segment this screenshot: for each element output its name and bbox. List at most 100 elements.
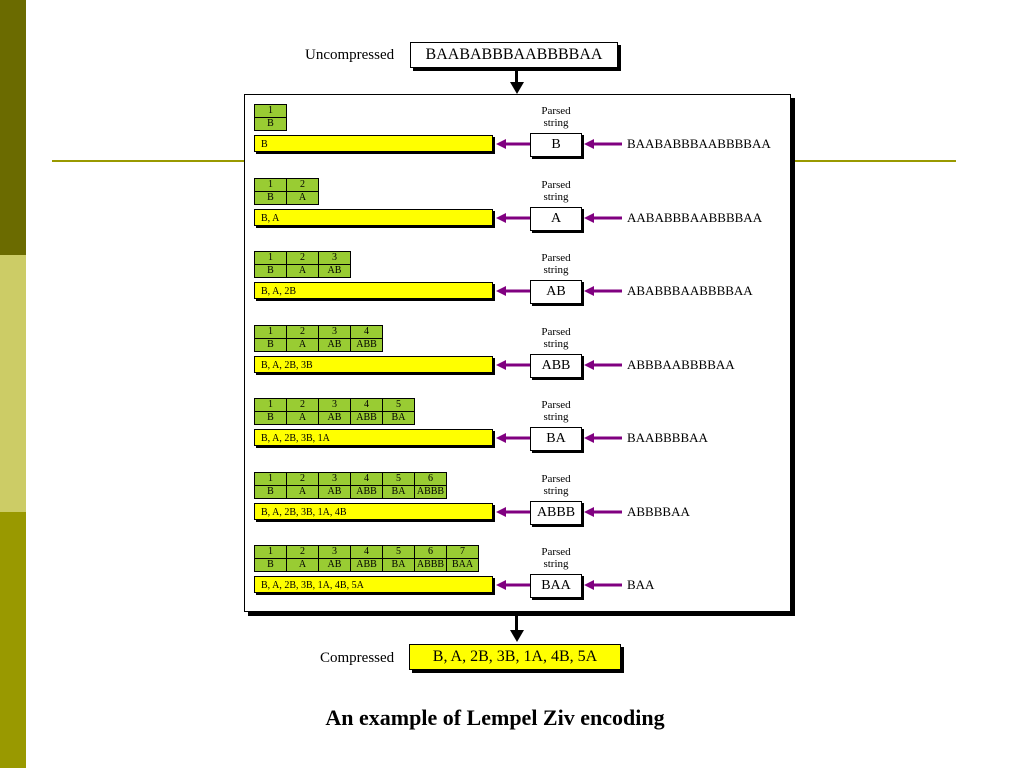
parsed-string-box: AB	[530, 280, 582, 304]
uncompressed-label: Uncompressed	[305, 47, 395, 63]
parsed-string-label: Parsed	[541, 252, 571, 264]
parsed-string-label: string	[543, 190, 569, 203]
arrow-to-output-icon	[496, 286, 530, 296]
side-band-bottom	[0, 512, 26, 768]
slide-caption: An example of Lempel Ziv encoding	[325, 705, 665, 730]
dictionary-index: 4	[350, 545, 383, 559]
dictionary-index: 3	[318, 398, 351, 412]
remaining-input: ABBBAABBBBAA	[627, 356, 735, 372]
dictionary-index: 1	[254, 251, 287, 265]
parsed-string-box: A	[530, 206, 582, 231]
down-arrow-shaft-bottom	[515, 614, 518, 630]
arrow-to-output-icon	[496, 139, 530, 149]
output-bar: B, A	[254, 208, 493, 226]
parsed-string-label: string	[543, 117, 569, 129]
arrow-to-parsed-icon	[584, 506, 622, 517]
dictionary-entry: BA	[382, 484, 415, 499]
parsed-string-label: string	[543, 558, 569, 570]
parsed-string-label: string	[543, 484, 569, 497]
dictionary-index: 5	[382, 471, 415, 486]
parsed-string-box: ABBB	[530, 500, 582, 525]
dictionary-entry: B	[254, 411, 287, 425]
dictionary-index: 7	[446, 545, 479, 559]
output-bar: B	[254, 135, 493, 152]
parsed-string-label: Parsed	[541, 325, 571, 338]
dictionary-index: 2	[286, 545, 319, 559]
dictionary-index: 3	[318, 251, 351, 265]
dictionary-index: 5	[382, 545, 415, 559]
down-arrow-head-top	[510, 82, 524, 94]
dictionary-entry: AB	[318, 411, 351, 425]
dictionary-index: 3	[318, 324, 351, 339]
compressed-label: Compressed	[320, 650, 395, 666]
parsed-string-label: Parsed	[541, 178, 571, 191]
dictionary-entry: AB	[318, 558, 351, 572]
down-arrow-shaft-top	[515, 68, 518, 82]
dictionary-index: 3	[318, 471, 351, 486]
dictionary-index: 4	[350, 471, 383, 486]
dictionary-entry: AB	[318, 337, 351, 352]
parsed-string-box: B	[530, 133, 582, 157]
dictionary-entry: A	[286, 484, 319, 499]
arrow-to-output-icon	[496, 212, 530, 223]
dictionary-entry: BA	[382, 411, 415, 425]
dictionary-index: 2	[286, 324, 319, 339]
uncompressed-value-box: BAABABBBAABBBBAA	[410, 42, 618, 68]
remaining-input: BAABABBBAABBBBAA	[627, 136, 771, 151]
remaining-input: BAA	[627, 577, 655, 592]
dictionary-index: 3	[318, 545, 351, 559]
dictionary-entry: B	[254, 264, 287, 278]
dictionary-index: 1	[254, 545, 287, 559]
dictionary-entry: ABBB	[414, 484, 447, 499]
dictionary-entry: ABB	[350, 484, 383, 499]
output-bar: B, A, 2B	[254, 282, 493, 299]
dictionary-index: 2	[286, 398, 319, 412]
dictionary-entry: B	[254, 558, 287, 572]
dictionary-index: 5	[382, 398, 415, 412]
dictionary-index: 6	[414, 545, 447, 559]
down-arrow-head-bottom	[510, 630, 524, 642]
parsed-string-label: string	[543, 411, 569, 423]
remaining-input: ABABBBAABBBBAA	[627, 283, 753, 298]
remaining-input: AABABBBAABBBBAA	[627, 209, 763, 225]
dictionary-entry: A	[286, 337, 319, 352]
arrow-to-parsed-icon	[584, 212, 622, 223]
parsed-string-box: ABB	[530, 353, 582, 378]
dictionary-index: 1	[254, 104, 287, 118]
arrow-to-parsed-icon	[584, 580, 622, 590]
arrow-to-parsed-icon	[584, 286, 622, 296]
dictionary-entry: B	[254, 337, 287, 352]
output-bar: B, A, 2B, 3B	[254, 355, 493, 373]
side-band-top	[0, 0, 26, 255]
dictionary-index: 4	[350, 324, 383, 339]
output-bar: B, A, 2B, 3B, 1A, 4B	[254, 502, 493, 520]
remaining-input: BAABBBBAA	[627, 430, 708, 445]
dictionary-entry: AB	[318, 264, 351, 278]
dictionary-entry: B	[254, 190, 287, 205]
dictionary-index: 2	[286, 471, 319, 486]
dictionary-entry: ABB	[350, 411, 383, 425]
output-bar: B, A, 2B, 3B, 1A	[254, 429, 493, 446]
dictionary-index: 1	[254, 177, 287, 192]
title-rule-left	[52, 160, 244, 162]
parsed-string-box: BA	[530, 427, 582, 451]
arrow-to-output-icon	[496, 433, 530, 443]
dictionary-index: 2	[286, 177, 319, 192]
dictionary-entry: B	[254, 117, 287, 131]
arrow-to-output-icon	[496, 580, 530, 590]
dictionary-entry: A	[286, 558, 319, 572]
parsed-string-label: Parsed	[541, 105, 571, 117]
arrow-to-parsed-icon	[584, 139, 622, 149]
title-rule-right	[792, 160, 956, 162]
dictionary-index: 4	[350, 398, 383, 412]
arrow-to-output-icon	[496, 359, 530, 370]
parsed-string-label: Parsed	[541, 399, 571, 411]
dictionary-index: 6	[414, 471, 447, 486]
dictionary-entry: ABBB	[414, 558, 447, 572]
side-band-middle	[0, 255, 26, 512]
encoding-steps-panel	[244, 94, 791, 612]
dictionary-entry: AB	[318, 484, 351, 499]
